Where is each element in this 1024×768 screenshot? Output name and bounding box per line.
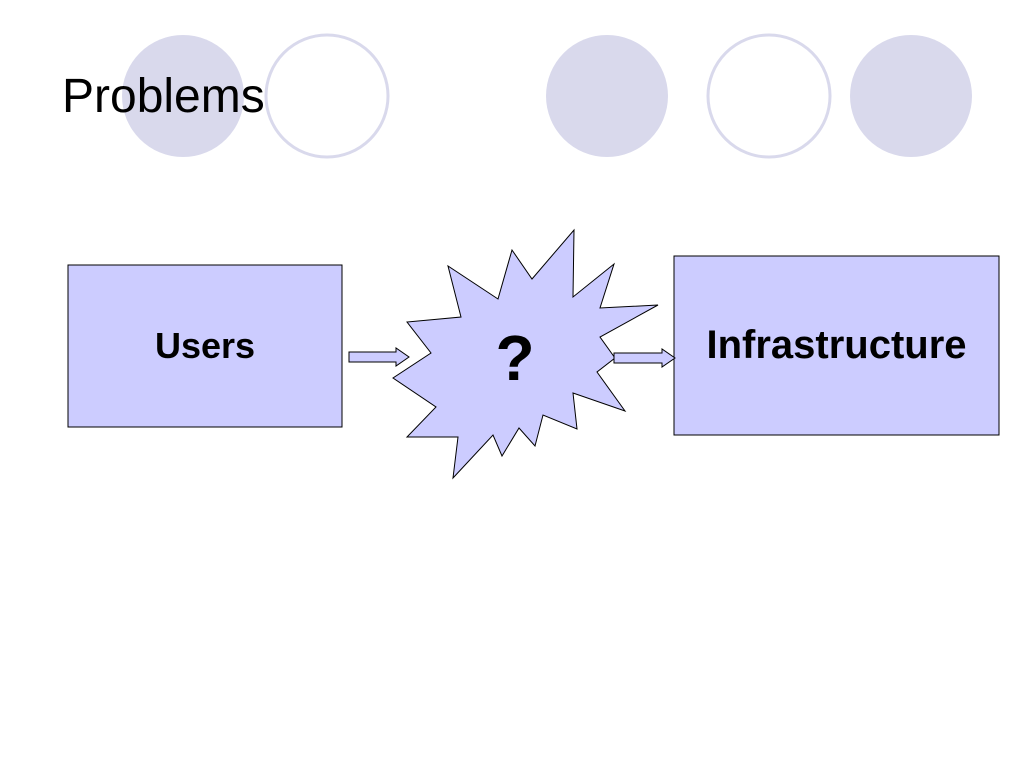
users-box: [67, 264, 343, 428]
slide-title: Problems: [62, 70, 265, 123]
decorative-circle-outline-1: [264, 33, 390, 159]
infrastructure-box: [673, 255, 1000, 436]
question-starburst: [392, 228, 659, 480]
decorative-circle-filled-1: [122, 35, 244, 157]
decorative-circle-outline-2: [706, 33, 832, 159]
arrow-question-to-infrastructure: [613, 348, 676, 368]
arrow-users-to-question: [348, 347, 410, 367]
decorative-circle-filled-2: [546, 35, 668, 157]
users-label: Users: [154, 325, 256, 366]
question-mark-label: ?: [495, 322, 535, 394]
infrastructure-label: Infrastructure: [706, 322, 967, 367]
decorative-circle-filled-3: [850, 35, 972, 157]
